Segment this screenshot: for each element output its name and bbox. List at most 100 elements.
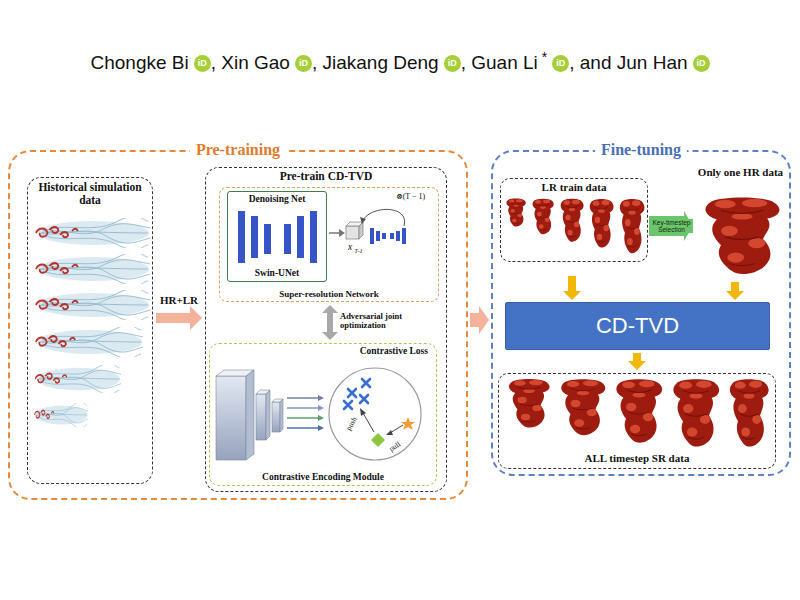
variable-subscript: T-1 — [355, 248, 363, 255]
volume-renderings — [616, 379, 662, 442]
author-name: , and Jun Han — [569, 52, 687, 74]
embedding-arrows — [318, 395, 324, 401]
arrow-head — [190, 306, 202, 330]
flow-arrow — [339, 229, 345, 237]
embedding-arrows — [287, 427, 318, 429]
connector-arrow — [563, 276, 581, 300]
panel-heading: Only one HR data — [695, 166, 786, 179]
arrow-shaft — [633, 353, 641, 362]
connector-arrow — [322, 305, 338, 340]
loss-term: pull — [388, 440, 402, 453]
embedding-space — [348, 389, 356, 397]
iteration-note: ⊗(T − 1) — [396, 193, 425, 202]
unet-bars — [284, 224, 291, 254]
edge-label: Adversarial joint optimization — [340, 312, 430, 331]
encoder-blocks — [256, 394, 266, 440]
unet-bars — [264, 224, 271, 254]
module-panel: Pre-train CD-TVDSuper-resolution Network… — [205, 167, 447, 492]
loop-arrow — [360, 217, 366, 224]
edge-label: HR+LR — [149, 294, 209, 306]
arrow-head — [563, 291, 581, 300]
embedding-space — [360, 395, 368, 403]
simulation-plumes — [34, 402, 88, 429]
arrow-shaft — [568, 276, 576, 292]
arrow-head — [479, 306, 489, 334]
model-box: CD-TVD — [505, 302, 770, 350]
unet-bars — [297, 216, 304, 258]
embedding-space — [363, 413, 374, 432]
orcid-badge: iD — [295, 55, 312, 72]
mini-network — [370, 228, 406, 244]
author-name: , Xin Gao — [211, 52, 290, 74]
latent-cube — [346, 226, 359, 239]
mini-network — [376, 231, 380, 241]
loop-arrow — [360, 209, 405, 226]
embedding-arrows — [318, 425, 324, 431]
latent-cube — [359, 222, 363, 239]
unet-bars — [310, 211, 317, 263]
panel-caption: Contrastive Encoding Module — [214, 472, 432, 483]
connector-arrow — [628, 353, 646, 370]
panel-caption: Super-resolution Network — [224, 289, 434, 299]
embedding-space — [360, 408, 366, 416]
volume-renderings — [533, 199, 554, 234]
simulation-plumes — [35, 363, 121, 394]
data-panel: Historical simulation data — [27, 177, 153, 484]
arrow-head — [322, 305, 338, 313]
arrow-head — [322, 332, 338, 340]
embedding-space — [371, 433, 385, 447]
loss-name: Contrastive Loss — [218, 346, 428, 357]
arrow-shaft — [731, 282, 739, 292]
region-heading: Fine-tuning — [595, 141, 687, 159]
volume-renderings — [730, 379, 769, 446]
volume-renderings — [561, 379, 605, 435]
orcid-badge: iD — [444, 55, 461, 72]
author-name: , Guan Li — [461, 52, 538, 74]
data-panel: LR train data — [500, 178, 648, 262]
embedding-space — [329, 368, 421, 460]
loop-arrow — [363, 209, 405, 226]
loss-term: push — [345, 416, 359, 432]
embedding-arrows — [318, 405, 324, 411]
network-panel: Super-resolution Network Denoising NetSwi… — [219, 187, 439, 302]
simulation-plumes — [36, 216, 150, 250]
edge-label: Key-timestep Selection — [651, 219, 693, 233]
image-panel: Only one HR data — [695, 166, 786, 280]
encoder-blocks — [246, 370, 254, 460]
embedding-space — [344, 379, 370, 409]
connector-arrow — [470, 306, 489, 334]
network-name: Denoising Net — [232, 194, 322, 205]
volume-renderings — [506, 199, 525, 227]
encoder-blocks — [280, 399, 283, 432]
volume-renderings — [561, 199, 584, 242]
author-name: Chongke Bi — [90, 52, 188, 74]
panel-caption: ALL timestep SR data — [503, 452, 771, 465]
author-line: Chongke BiiD, Xin GaoiD, Jiakang DengiD,… — [0, 52, 800, 74]
volume-renderings — [590, 199, 614, 248]
corresponding-mark: * — [542, 49, 547, 65]
latent-cube — [346, 222, 363, 239]
mini-network — [396, 231, 400, 241]
simulation-plumes — [36, 325, 143, 359]
volume-renderings — [509, 379, 550, 428]
arrow-shaft — [156, 313, 191, 323]
embedding-space — [390, 425, 403, 433]
flow-arrow — [329, 232, 339, 234]
encoder-blocks — [272, 402, 280, 432]
embedding-arrows — [287, 407, 318, 409]
arrow-shaft — [470, 313, 480, 327]
arrow-head — [726, 291, 744, 300]
backbone-name: Swin-UNet — [232, 268, 322, 279]
encoder-blocks — [216, 376, 246, 460]
mini-network — [370, 228, 374, 244]
simulation-plumes — [36, 252, 150, 286]
arrow-head — [628, 361, 646, 370]
volume-renderings — [705, 198, 779, 275]
embedding-space — [362, 379, 370, 387]
panel-heading: LR train data — [505, 181, 643, 194]
embedding-arrows — [287, 397, 318, 399]
panel-heading: Historical simulation data — [32, 181, 148, 207]
volume-renderings — [620, 199, 645, 253]
